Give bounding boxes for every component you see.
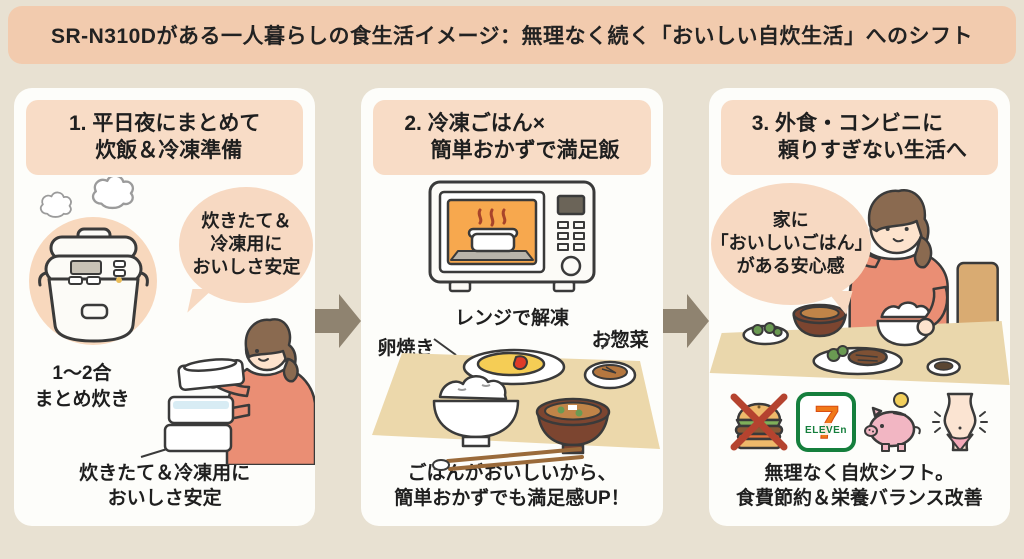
panel-1-bubble-line2: 冷凍用に bbox=[210, 233, 283, 254]
panel-1-caption: 炊きたて＆冷凍用に おいしさ安定 bbox=[14, 461, 315, 526]
panel-3-content: 家に 「おいしいごはん」 がある安心感 bbox=[709, 175, 1010, 461]
panels-row: 1. 平日夜にまとめて 炊飯＆冷凍準備 bbox=[14, 88, 1010, 526]
panel-2-content: レンジで解凍 卵焼き お惣菜 bbox=[361, 175, 662, 471]
piggy-bank-icon bbox=[863, 391, 921, 452]
batch-cooking-label: 1〜2合 まとめ炊き bbox=[26, 361, 138, 414]
panel-3-heading-line1: 3. 外食・コンビニに bbox=[751, 112, 944, 135]
panel-1-heading-line2: 炊飯＆冷凍準備 bbox=[95, 139, 243, 163]
rice-cooker-icon bbox=[29, 176, 157, 345]
right-arrow-icon bbox=[662, 294, 709, 348]
microwave-icon bbox=[428, 180, 596, 292]
woman-stacking-containers-icon bbox=[141, 317, 316, 465]
panel-1-speech-bubble: 炊きたて＆ 冷凍用に おいしさ安定 bbox=[179, 186, 314, 313]
svg-text:ELEVEn: ELEVEn bbox=[805, 425, 847, 436]
no-fastfood-icon bbox=[730, 393, 788, 451]
slim-waist-icon bbox=[931, 392, 988, 451]
panel-1-heading-line1: 1. 平日夜にまとめて bbox=[68, 112, 261, 135]
panel-3-caption-line2: 食費節約＆栄養バランス改善 bbox=[736, 488, 983, 510]
batch-label-line1: 1〜2合 bbox=[52, 362, 112, 384]
panel-2-heading-line1: 2. 冷凍ごはん× bbox=[404, 112, 545, 135]
panel-2-heading-line2: 簡単おかずで満足飯 bbox=[430, 139, 620, 163]
page-title: SR-N310Dがある一人暮らしの食生活イメージ：無理なく続く「おいしい自炊生活… bbox=[50, 25, 974, 48]
panel-1-caption-line1: 炊きたて＆冷凍用に bbox=[79, 462, 251, 484]
panel-3-speech-bubble: 家に 「おいしいごはん」 がある安心感 bbox=[710, 182, 873, 315]
souzai-label: お惣菜 bbox=[591, 329, 649, 351]
arrow-1-wrap bbox=[315, 88, 362, 526]
seven-eleven-logo-icon: 7 ELEVEn bbox=[795, 391, 856, 452]
panel-2-header: 2. 冷凍ごはん× 簡単おかずで満足飯 bbox=[373, 100, 651, 175]
panel-3-caption: 無理なく自炊シフト。 食費節約＆栄養バランス改善 bbox=[709, 461, 1010, 526]
batch-label-line2: まとめ炊き bbox=[34, 389, 130, 411]
panel-1-content: 炊きたて＆ 冷凍用に おいしさ安定 1〜2合 まとめ炊き bbox=[14, 175, 316, 465]
panel-3-bubble-line1: 家に bbox=[772, 209, 809, 230]
panel-1-bubble-line1: 炊きたて＆ bbox=[201, 210, 292, 231]
panel-3-caption-line1: 無理なく自炊シフト。 bbox=[764, 462, 955, 484]
panel-3-bubble-line3: がある安心感 bbox=[736, 256, 845, 277]
panel-2-caption-line2: 簡単おかずでも満足感UP！ bbox=[394, 488, 630, 510]
benefit-icons-row: 7 ELEVEn bbox=[719, 389, 1000, 455]
arrow-2-wrap bbox=[662, 88, 709, 526]
panel-step-2: 2. 冷凍ごはん× 簡単おかずで満足飯 bbox=[361, 88, 663, 526]
svg-text:7: 7 bbox=[814, 396, 840, 448]
panel-step-1: 1. 平日夜にまとめて 炊飯＆冷凍準備 bbox=[14, 88, 316, 526]
microwave-label: レンジで解凍 bbox=[454, 307, 569, 329]
panel-1-caption-line2: おいしさ安定 bbox=[107, 488, 222, 510]
meal-tray-icon bbox=[371, 336, 660, 471]
panel-3-bubble-line2: 「おいしいごはん」 bbox=[710, 232, 873, 253]
panel-step-3: 3. 外食・コンビニに 頼りすぎない生活へ bbox=[708, 88, 1010, 526]
panel-3-heading-line2: 頼りすぎない生活へ bbox=[777, 139, 967, 163]
right-arrow-icon bbox=[315, 294, 362, 348]
panel-3-header: 3. 外食・コンビニに 頼りすぎない生活へ bbox=[720, 100, 998, 175]
panel-1-bubble-line3: おいしさ安定 bbox=[192, 257, 301, 278]
title-bar: SR-N310Dがある一人暮らしの食生活イメージ：無理なく続く「おいしい自炊生活… bbox=[8, 6, 1016, 64]
panel-1-header: 1. 平日夜にまとめて 炊飯＆冷凍準備 bbox=[26, 100, 304, 175]
